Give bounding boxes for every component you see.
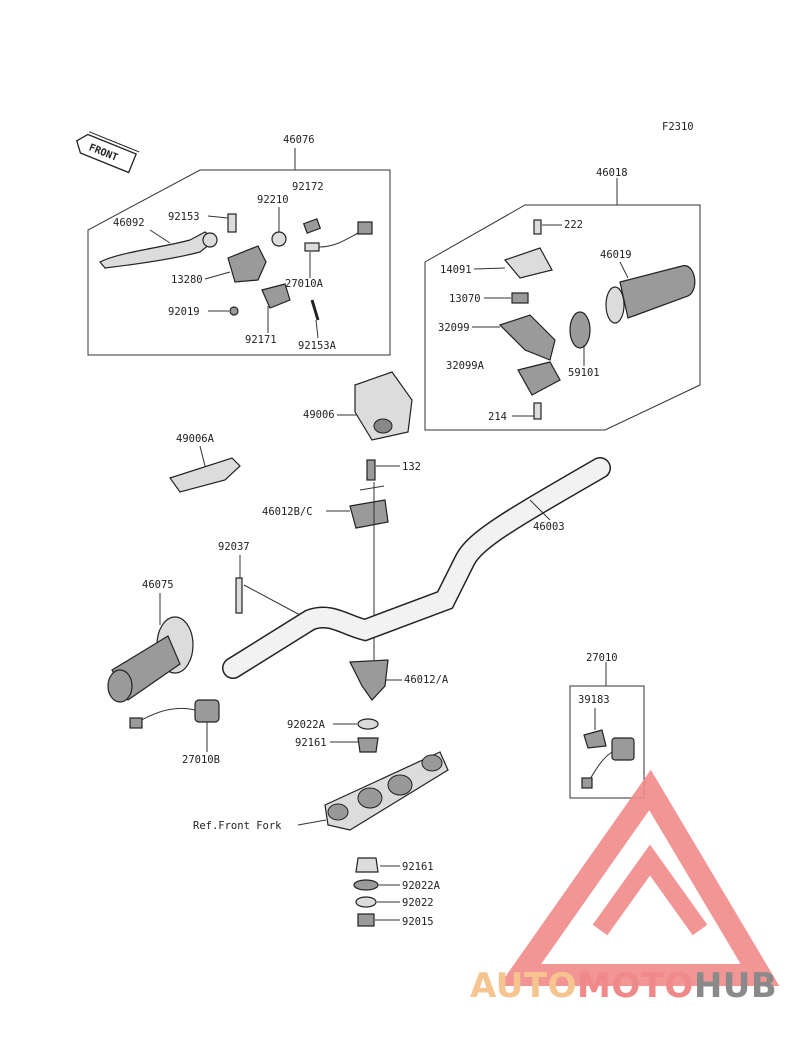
nut-92019	[229, 306, 239, 316]
front-arrow-icon: FRONT	[75, 131, 140, 174]
label-14091: 14091	[440, 264, 472, 276]
cover-14091	[503, 247, 553, 279]
frame-46018	[424, 204, 701, 431]
label-46003: 46003	[533, 521, 565, 533]
case-32099A	[517, 361, 561, 396]
label-92161-bottom: 92161	[402, 861, 434, 873]
steering-stem-clamp	[324, 751, 449, 831]
bolt-132	[366, 459, 376, 481]
label-46092: 46092	[113, 217, 145, 229]
label-27010: 27010	[586, 652, 618, 664]
label-27010B: 27010B	[182, 754, 220, 766]
label-46012A: 46012/A	[404, 674, 449, 686]
label-46012BC: 46012B/C	[262, 506, 313, 518]
label-59101: 59101	[568, 367, 600, 379]
label-13280: 13280	[171, 274, 203, 286]
label-46018: 46018	[596, 167, 628, 179]
clutch-switch	[357, 221, 373, 235]
label-92171: 92171	[245, 334, 277, 346]
label-13070: 13070	[449, 293, 481, 305]
bar-pad-49006	[354, 371, 413, 441]
switch-27010	[611, 737, 635, 761]
washer-92022A-bottom	[353, 879, 379, 891]
washer-92022A-top	[357, 718, 379, 730]
label-32099A: 32099A	[446, 360, 485, 372]
nut-92015	[357, 913, 375, 927]
switch-27010B	[129, 699, 220, 729]
label-ref-front-fork: Ref.Front Fork	[193, 820, 282, 832]
clip-92037	[235, 577, 243, 614]
case-32099	[498, 314, 556, 361]
left-grip	[107, 616, 194, 703]
label-92022: 92022	[402, 897, 434, 909]
watermark-triangle-icon	[498, 769, 780, 986]
group-46076: 46076 46092 13280 92153 92210 92172 2701…	[87, 134, 391, 356]
label-92022A-top: 92022A	[287, 719, 326, 731]
label-92161-top: 92161	[295, 737, 327, 749]
clamp-upper	[349, 499, 389, 529]
watermark-part2: MOTO	[577, 966, 694, 1006]
figure-code: F2310	[662, 121, 694, 133]
label-32099: 32099	[438, 322, 470, 334]
label-92037: 92037	[218, 541, 250, 553]
label-46075: 46075	[142, 579, 174, 591]
collar-92210	[271, 231, 287, 247]
rubber-92161-top	[357, 737, 379, 753]
lever-holder	[227, 245, 267, 283]
washer-92022	[355, 896, 377, 908]
label-214: 214	[488, 411, 507, 423]
label-92210: 92210	[257, 194, 289, 206]
group-46018: 46018 222 14091 13070 32099 32099A 214 5…	[424, 167, 701, 431]
bolt-92153	[227, 213, 237, 233]
label-27010A: 27010A	[285, 278, 324, 290]
label-92022A-bottom: 92022A	[402, 880, 441, 892]
label-132: 132	[402, 461, 421, 473]
label-46076: 46076	[283, 134, 315, 146]
cover-39183	[583, 729, 607, 749]
label-222: 222	[564, 219, 583, 231]
label-39183: 39183	[578, 694, 610, 706]
handlebar-46003	[223, 458, 610, 678]
frame-27010	[569, 685, 645, 799]
pulley-59101	[569, 311, 591, 349]
label-49006: 49006	[303, 409, 335, 421]
watermark-part1: AUTO	[470, 966, 577, 1006]
clamp-92171	[261, 283, 291, 309]
clamp-lower	[349, 659, 389, 701]
pad-49006A	[169, 457, 241, 493]
label-46019: 46019	[600, 249, 632, 261]
watermark-text: AUTOMOTOHUB	[470, 966, 777, 1006]
watermark-logo	[498, 769, 780, 986]
watermark-part3: HUB	[694, 966, 777, 1006]
screw-92172	[302, 218, 322, 234]
guide-13070	[511, 292, 529, 304]
label-92153: 92153	[168, 211, 200, 223]
throttle-grip	[605, 265, 696, 324]
rubber-92161-bottom	[355, 857, 379, 873]
label-92019: 92019	[168, 306, 200, 318]
label-92153A: 92153A	[298, 340, 337, 352]
label-92015: 92015	[402, 916, 434, 928]
clutch-lever	[99, 231, 216, 269]
label-92172: 92172	[292, 181, 324, 193]
label-49006A: 49006A	[176, 433, 215, 445]
